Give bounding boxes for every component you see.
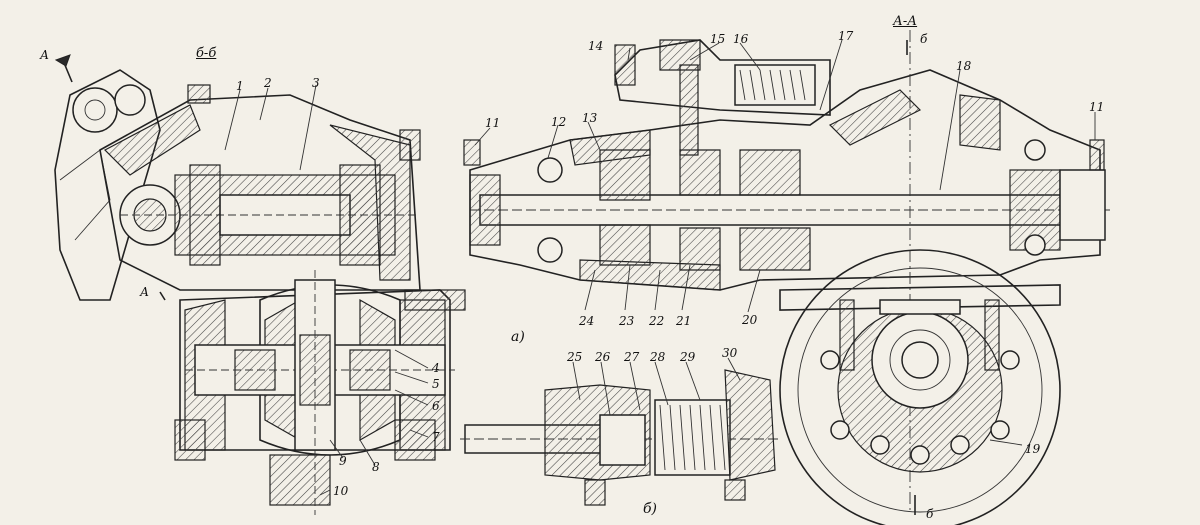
callout-17: 17 (838, 29, 854, 43)
callout-11-right: 11 (1089, 100, 1105, 114)
callout-3: 3 (312, 76, 320, 90)
callout-29: 29 (680, 350, 696, 364)
callout-27: 27 (624, 350, 640, 364)
view-caption-a: а) (511, 329, 525, 345)
callout-7: 7 (432, 430, 440, 444)
detail-view-b (460, 369, 780, 506)
section-marker-b-top: б (920, 32, 928, 46)
callout-30: 30 (722, 346, 738, 360)
callout-6: 6 (432, 399, 440, 413)
callout-23: 23 (619, 314, 635, 328)
callout-12: 12 (551, 115, 567, 129)
callout-13: 13 (582, 111, 598, 125)
callout-14: 14 (588, 39, 604, 53)
left-section-view (54, 69, 466, 515)
callout-10: 10 (333, 484, 349, 498)
callout-26: 26 (595, 350, 611, 364)
callout-16: 16 (733, 32, 749, 46)
callout-11-left: 11 (485, 116, 501, 130)
section-label-a-a: А-А (893, 14, 918, 29)
callout-8: 8 (372, 460, 380, 474)
view-caption-b: б) (643, 501, 658, 517)
callout-5: 5 (432, 377, 440, 391)
section-marker-a-mid: А (140, 285, 150, 299)
callout-19: 19 (1025, 442, 1041, 456)
section-marker-b-bottom: б (926, 507, 934, 521)
callout-28: 28 (650, 350, 666, 364)
callout-4: 4 (432, 361, 440, 375)
callout-2: 2 (264, 76, 272, 90)
callout-21: 21 (676, 314, 692, 328)
callout-25: 25 (567, 350, 583, 364)
callout-18: 18 (956, 59, 972, 73)
section-label-b-b: б-б (196, 46, 217, 61)
callout-15: 15 (710, 32, 726, 46)
callout-22: 22 (649, 314, 665, 328)
callout-20: 20 (742, 313, 758, 327)
callout-1: 1 (236, 79, 244, 93)
section-marker-a-top: А (40, 48, 50, 62)
callout-9: 9 (339, 454, 347, 468)
callout-24: 24 (579, 314, 595, 328)
right-drum-view (779, 249, 1061, 525)
leader-lines (224, 39, 1096, 496)
section-arrows (54, 40, 916, 515)
